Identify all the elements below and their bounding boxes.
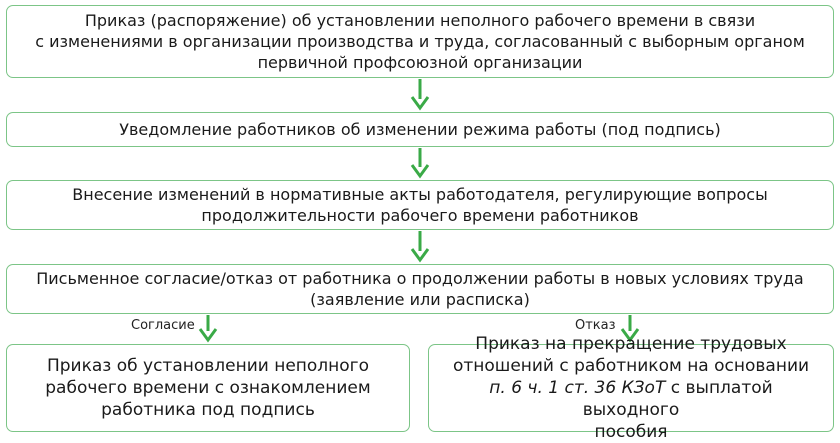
legal-reference: п. 6 ч. 1 ст. 36 КЗоТ	[489, 378, 666, 398]
step-consent-box: Письменное согласие/отказ от работника о…	[6, 264, 834, 314]
arrow-step1-to-step2	[410, 79, 430, 111]
step-amendments-text: Внесение изменений в нормативные акты ра…	[72, 184, 767, 226]
arrow-step4-to-agree	[198, 315, 218, 343]
step-consent-line: Письменное согласие/отказ от работника о…	[36, 269, 804, 288]
arrow-step2-to-step3	[410, 148, 430, 179]
outcome-refuse-line: Приказ на прекращение трудовых	[475, 334, 787, 354]
step-amendments-line: продолжительности рабочего времени работ…	[201, 206, 639, 225]
outcome-refuse-line: пособия	[594, 422, 668, 442]
outcome-refuse-line: п. 6 ч. 1 ст. 36 КЗоТ с выплатой выходно…	[443, 377, 819, 421]
arrow-step3-to-step4	[410, 231, 430, 263]
outcome-agree-line: работника под подпись	[101, 400, 315, 420]
step-order-line: первичной профсоюзной организации	[257, 53, 583, 72]
step-order-line: с изменениями в организации производства…	[35, 32, 805, 51]
branch-label-refuse: Отказ	[575, 318, 616, 333]
outcome-agree-text: Приказ об установлении неполного рабочег…	[45, 355, 370, 421]
branch-label-agree: Согласие	[131, 318, 195, 333]
step-order-box: Приказ (распоряжение) об установлении не…	[6, 5, 834, 78]
step-consent-line: (заявление или расписка)	[310, 290, 530, 309]
step-notification-text: Уведомление работников об изменении режи…	[119, 119, 721, 140]
step-order-line: Приказ (распоряжение) об установлении не…	[84, 11, 756, 30]
outcome-refuse-line-rest: с выплатой выходного	[582, 378, 773, 420]
outcome-refuse-box: Приказ на прекращение трудовых отношений…	[428, 334, 834, 442]
outcome-refuse-line: отношений с работником на основании	[452, 356, 810, 376]
outcome-agree-box: Приказ об установлении неполного рабочег…	[6, 344, 410, 432]
outcome-agree-line: Приказ об установлении неполного	[46, 356, 370, 376]
arrow-step4-to-refuse	[620, 315, 640, 343]
step-order-text: Приказ (распоряжение) об установлении не…	[35, 10, 805, 73]
outcome-agree-line: рабочего времени с ознакомлением	[45, 378, 371, 398]
outcome-refuse-text: Приказ на прекращение трудовых отношений…	[443, 333, 819, 443]
step-amendments-line: Внесение изменений в нормативные акты ра…	[72, 185, 768, 204]
step-amendments-box: Внесение изменений в нормативные акты ра…	[6, 180, 834, 230]
step-consent-text: Письменное согласие/отказ от работника о…	[36, 268, 803, 310]
step-notification-box: Уведомление работников об изменении режи…	[6, 112, 834, 147]
step-notification-line: Уведомление работников об изменении режи…	[119, 120, 721, 139]
